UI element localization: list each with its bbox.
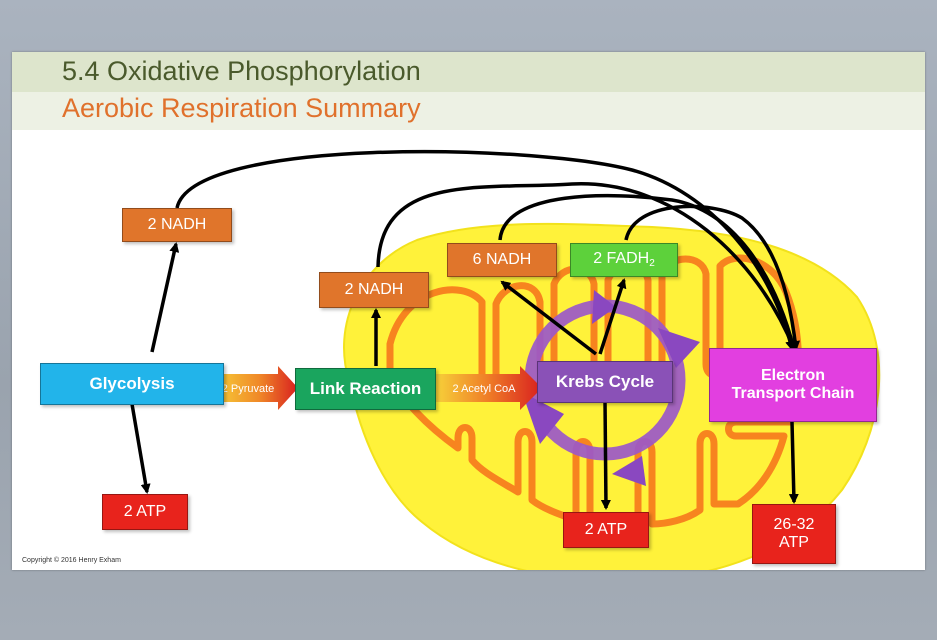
arrow-nadh-link-to-etc [376,182,796,351]
slide-title: 5.4 Oxidative Phosphorylation [62,56,421,86]
atp-etc-label-line1: 26-32 [773,515,815,533]
arrow-etc-to-atp [788,421,799,504]
nadh-krebs-label: 6 NADH [472,250,532,268]
subtitle-band [12,92,925,130]
fadh2-main-text: 2 FADH [593,250,650,268]
arrow-fadh2-to-etc [624,204,801,351]
krebs-arrowhead [592,290,616,324]
slide-subtitle: Aerobic Respiration Summary [62,93,421,123]
atp-krebs-box: 2 ATP [563,512,649,548]
atp-etc-box: 26-32 ATP [752,504,836,564]
arrow-nadh-glycolysis-to-etc [175,149,795,351]
etc-box: Electron Transport Chain [709,348,877,422]
acetyl-coa-arrow [434,366,542,410]
pyruvate-arrow [210,366,298,410]
copyright-text: Copyright © 2016 Henry Exham [22,557,121,564]
arrow-nadh-krebs-to-etc [498,193,797,351]
arrow-glycolysis-to-nadh [150,242,180,353]
nadh-link-label: 2 NADH [344,280,404,298]
krebs-arrowhead [612,456,646,486]
nadh-glycolysis-label: 2 NADH [147,215,207,233]
title-band [12,52,925,92]
krebs-cycle-box: Krebs Cycle [537,361,673,403]
fadh2-subscript: 2 [649,258,655,270]
respiration-diagram: 2 Pyruvate 2 Acetyl CoA [130,149,881,570]
fadh2-label: 2 FADH2 [593,250,655,270]
acetyl-coa-label: 2 Acetyl CoA [453,383,517,395]
fadh2-box: 2 FADH2 [570,243,678,277]
nadh-link-box: 2 NADH [319,272,429,308]
arrow-krebs-to-fadh2 [598,278,627,355]
krebs-arrowhead [658,328,700,368]
arrow-krebs-to-atp [600,399,611,510]
krebs-cycle-label: Krebs Cycle [555,372,655,392]
atp-glycolysis-label: 2 ATP [123,502,167,520]
arrow-krebs-to-nadh [500,280,598,356]
slide: 5.4 Oxidative Phosphorylation Aerobic Re… [12,52,925,570]
arrow-glycolysis-to-atp [130,403,151,494]
pyruvate-label: 2 Pyruvate [222,383,275,395]
etc-label-line2: Transport Chain [731,385,855,402]
glycolysis-label: Glycolysis [89,374,175,394]
nadh-krebs-box: 6 NADH [447,243,557,277]
nadh-glycolysis-box: 2 NADH [122,208,232,242]
krebs-arrowhead [522,392,564,444]
atp-krebs-label: 2 ATP [584,520,628,538]
atp-glycolysis-box: 2 ATP [102,494,188,530]
atp-etc-label-line2: ATP [779,534,809,551]
link-reaction-box: Link Reaction [295,368,436,410]
etc-label-line1: Electron [760,366,825,384]
glycolysis-box: Glycolysis [40,363,224,405]
link-reaction-label: Link Reaction [309,379,422,399]
